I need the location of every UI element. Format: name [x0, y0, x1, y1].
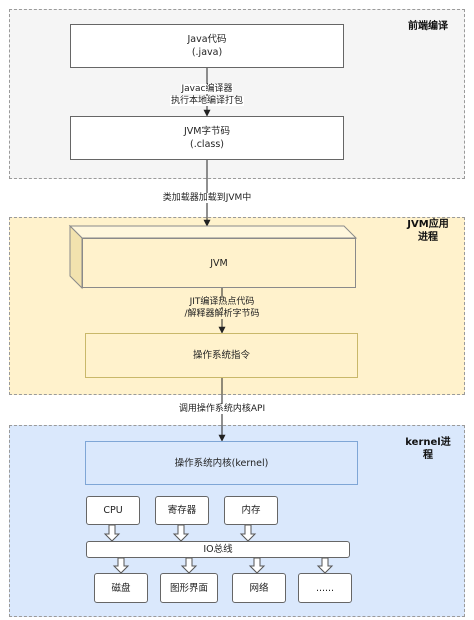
memory-label: 内存: [241, 505, 261, 516]
kernel-process-title-line2: 程: [423, 450, 433, 461]
cpu-label: CPU: [103, 505, 123, 516]
java-source-box: Java代码 (.java): [70, 24, 344, 68]
hollow-arrow-io-disk: [112, 557, 130, 574]
hollow-arrow-cpu-io: [103, 524, 121, 542]
os-kernel-box: 操作系统内核(kernel): [85, 441, 358, 485]
cpu-box: CPU: [86, 496, 140, 525]
java-source-line2: (.java): [191, 47, 223, 58]
hollow-arrow-io-more: [316, 557, 334, 574]
syscall-edge-label: 调用操作系统内核API: [177, 404, 267, 414]
hollow-arrow-memory-io: [239, 524, 257, 542]
register-label: 寄存器: [167, 505, 197, 516]
jit-edge-line2: /解释器解析字节码: [183, 309, 261, 319]
jit-edge-label: JIT编译热点代码 /解释器解析字节码: [162, 296, 282, 320]
disk-box: 磁盘: [94, 573, 148, 603]
hollow-arrow-register-io: [172, 524, 190, 542]
network-label: 网络: [249, 582, 269, 594]
classloader-edge-label: 类加载器加载到JVM中: [161, 193, 253, 203]
more-box: ......: [298, 573, 352, 603]
register-box: 寄存器: [155, 496, 209, 525]
gui-box: 图形界面: [160, 573, 218, 603]
gui-label: 图形界面: [169, 582, 208, 594]
jvm-bytecode-line1: JVM字节码: [184, 126, 230, 137]
jit-edge-line1: JIT编译热点代码: [188, 297, 256, 307]
frontend-compile-title: 前端编译: [408, 21, 448, 32]
javac-edge-line1: Javac编译器: [180, 84, 234, 94]
javac-edge-label: Javac编译器 执行本地编译打包: [150, 83, 264, 107]
jvm-process-title-line2: 进程: [418, 232, 438, 243]
hollow-arrow-io-gui: [180, 557, 198, 574]
io-bus-label: IO总线: [203, 544, 233, 555]
javac-edge-line2: 执行本地编译打包: [169, 96, 244, 106]
io-bus-bar: IO总线: [86, 541, 350, 558]
jvm-process-title-line1: JVM应用: [407, 219, 449, 230]
os-kernel-label: 操作系统内核(kernel): [174, 457, 269, 469]
jvm-block-left-face: [69, 224, 83, 290]
memory-box: 内存: [224, 496, 278, 525]
jvm-process-title: JVM应用 进程: [396, 218, 460, 244]
jvm-block-top-face: [68, 225, 358, 239]
java-source-line1: Java代码: [187, 34, 227, 45]
kernel-process-title: kernel进 程: [396, 436, 460, 462]
jvm-box-label: JVM: [210, 257, 228, 269]
jvm-box: JVM: [82, 238, 356, 288]
os-instruction-box: 操作系统指令: [85, 333, 358, 378]
disk-label: 磁盘: [111, 582, 131, 594]
hollow-arrow-io-network: [248, 557, 266, 574]
network-box: 网络: [232, 573, 286, 603]
kernel-process-title-line1: kernel进: [405, 437, 451, 448]
more-label: ......: [315, 582, 335, 594]
jvm-bytecode-line2: (.class): [189, 139, 224, 150]
jvm-bytecode-box: JVM字节码 (.class): [70, 116, 344, 160]
os-instruction-label: 操作系统指令: [192, 350, 250, 361]
